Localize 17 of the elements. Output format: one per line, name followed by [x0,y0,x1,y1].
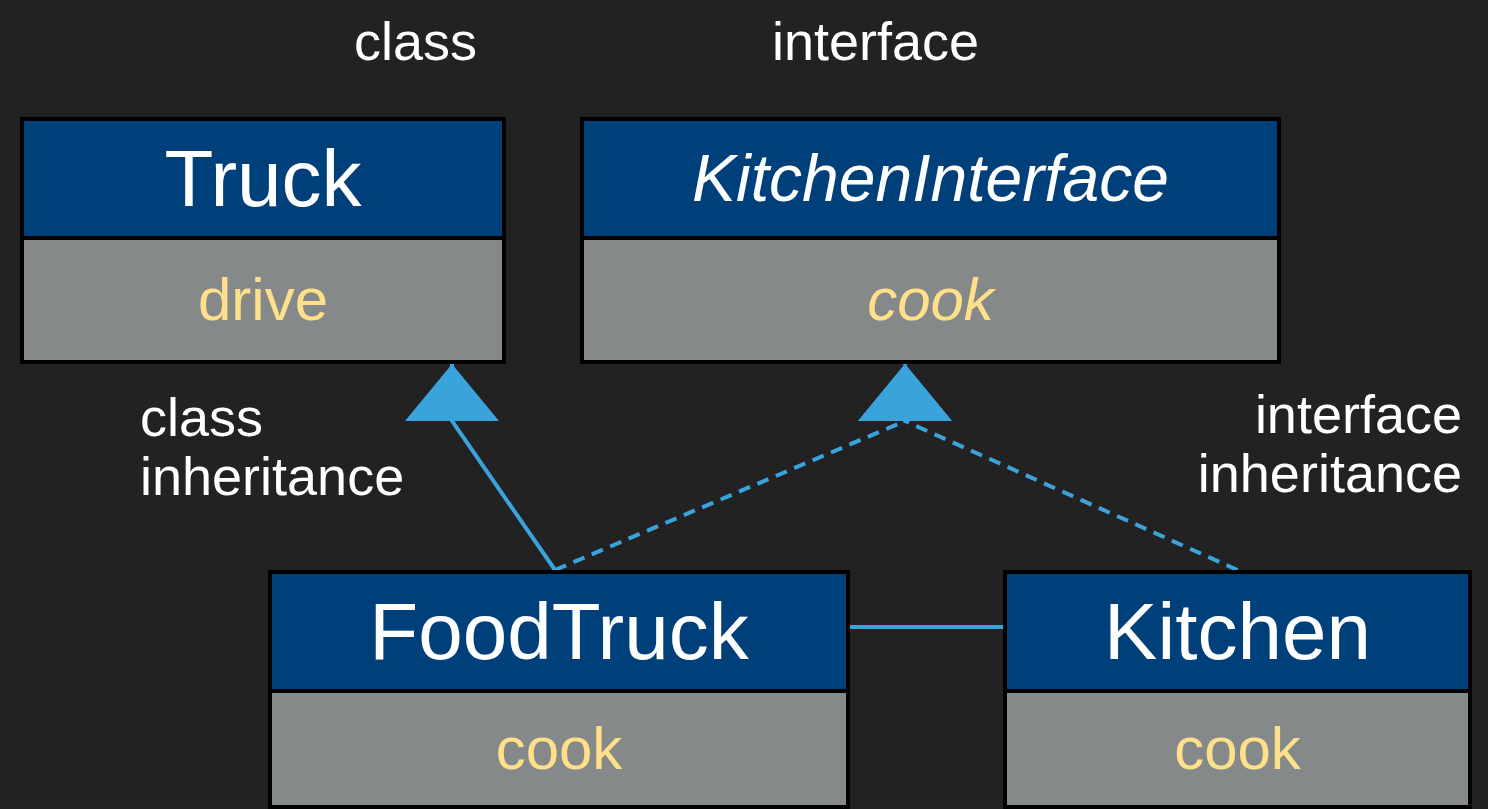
method-name: drive [197,270,329,330]
stereotype-label: class [354,12,478,72]
class-name-header: FoodTruck [272,574,846,693]
annotation-label: interface inheritance [1196,385,1462,504]
association-line [850,625,1003,629]
method-name: cook [867,270,994,330]
stereotype-label: interface [772,12,980,72]
annotation-label: class inheritance [140,388,406,507]
inheritance-arrow [858,364,1239,572]
class-name-header: KitchenInterface [584,121,1277,240]
class-name-header: Kitchen [1007,574,1468,693]
method-name: cook [1174,719,1301,779]
inheritance-arrow [405,364,557,572]
class-box [268,570,850,809]
class-name-header: Truck [24,121,502,240]
method-name: cook [495,719,623,779]
class-box [1003,570,1472,809]
